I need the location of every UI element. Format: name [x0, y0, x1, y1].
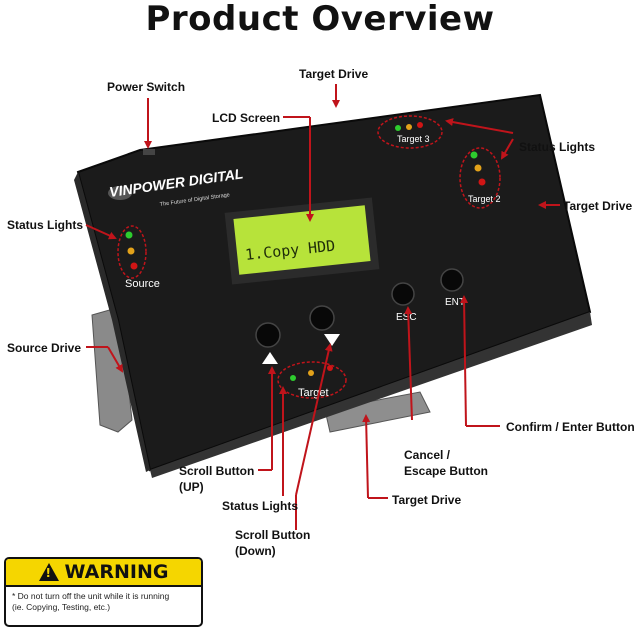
target-drive-bracket	[324, 391, 431, 433]
confirm-enter-label: Confirm / Enter Button	[506, 420, 635, 434]
warning-icon: !	[38, 563, 59, 581]
target-status-lights	[277, 361, 347, 399]
callout-arrows	[85, 84, 560, 530]
up-arrow-icon	[262, 352, 278, 364]
target3-label: Target 3	[397, 134, 430, 144]
warning-line1: * Do not turn off the unit while it is r…	[12, 591, 170, 601]
source-drive-label: Source Drive	[7, 341, 82, 355]
cancel-label-line1: Cancel /	[404, 448, 451, 462]
ent-button[interactable]	[440, 268, 464, 292]
source-label: Source	[125, 278, 160, 290]
page-title: Product Overview	[145, 0, 495, 39]
target-drive-bottom-label: Target Drive	[392, 493, 462, 507]
source-status-lights	[117, 225, 147, 279]
power-switch[interactable]	[143, 149, 155, 155]
target-label: Target	[298, 387, 329, 399]
lcd-screen	[233, 205, 371, 275]
target3-status-lights	[377, 115, 443, 149]
power-switch-label: Power Switch	[107, 80, 186, 94]
target2-status-lights	[459, 147, 501, 209]
device-left-edge	[74, 172, 150, 472]
down-arrow-icon	[324, 334, 340, 346]
status-lights-right-label: Status Lights	[519, 140, 596, 154]
scroll-up-label-line2: (UP)	[179, 480, 204, 494]
scroll-up-label-line1: Scroll Button	[179, 464, 255, 478]
esc-button-label: ESC	[396, 312, 417, 323]
scroll-down-label-line2: (Down)	[235, 544, 276, 558]
target2-label: Target 2	[468, 194, 501, 204]
lcd-screen-label: LCD Screen	[212, 111, 281, 125]
scroll-down-button[interactable]	[309, 305, 335, 331]
cancel-label-line2: Escape Button	[404, 464, 489, 478]
warning-box: ! WARNING * Do not turn off the unit whi…	[4, 557, 203, 627]
status-lights-bottom-label: Status Lights	[222, 499, 299, 513]
ent-button-label: ENT	[445, 297, 465, 308]
warning-header: ! WARNING	[6, 559, 201, 587]
warning-text: * Do not turn off the unit while it is r…	[6, 587, 201, 617]
target-drive-right-label: Target Drive	[563, 199, 633, 213]
warning-title: WARNING	[64, 561, 169, 583]
warning-line2: (ie. Copying, Testing, etc.)	[12, 602, 111, 612]
device-side-edge	[150, 312, 592, 478]
target-drive-top-label: Target Drive	[299, 67, 369, 81]
scroll-down-label-line1: Scroll Button	[235, 528, 311, 542]
esc-button[interactable]	[391, 282, 415, 306]
status-lights-left-label: Status Lights	[7, 218, 84, 232]
scroll-up-button[interactable]	[255, 322, 281, 348]
